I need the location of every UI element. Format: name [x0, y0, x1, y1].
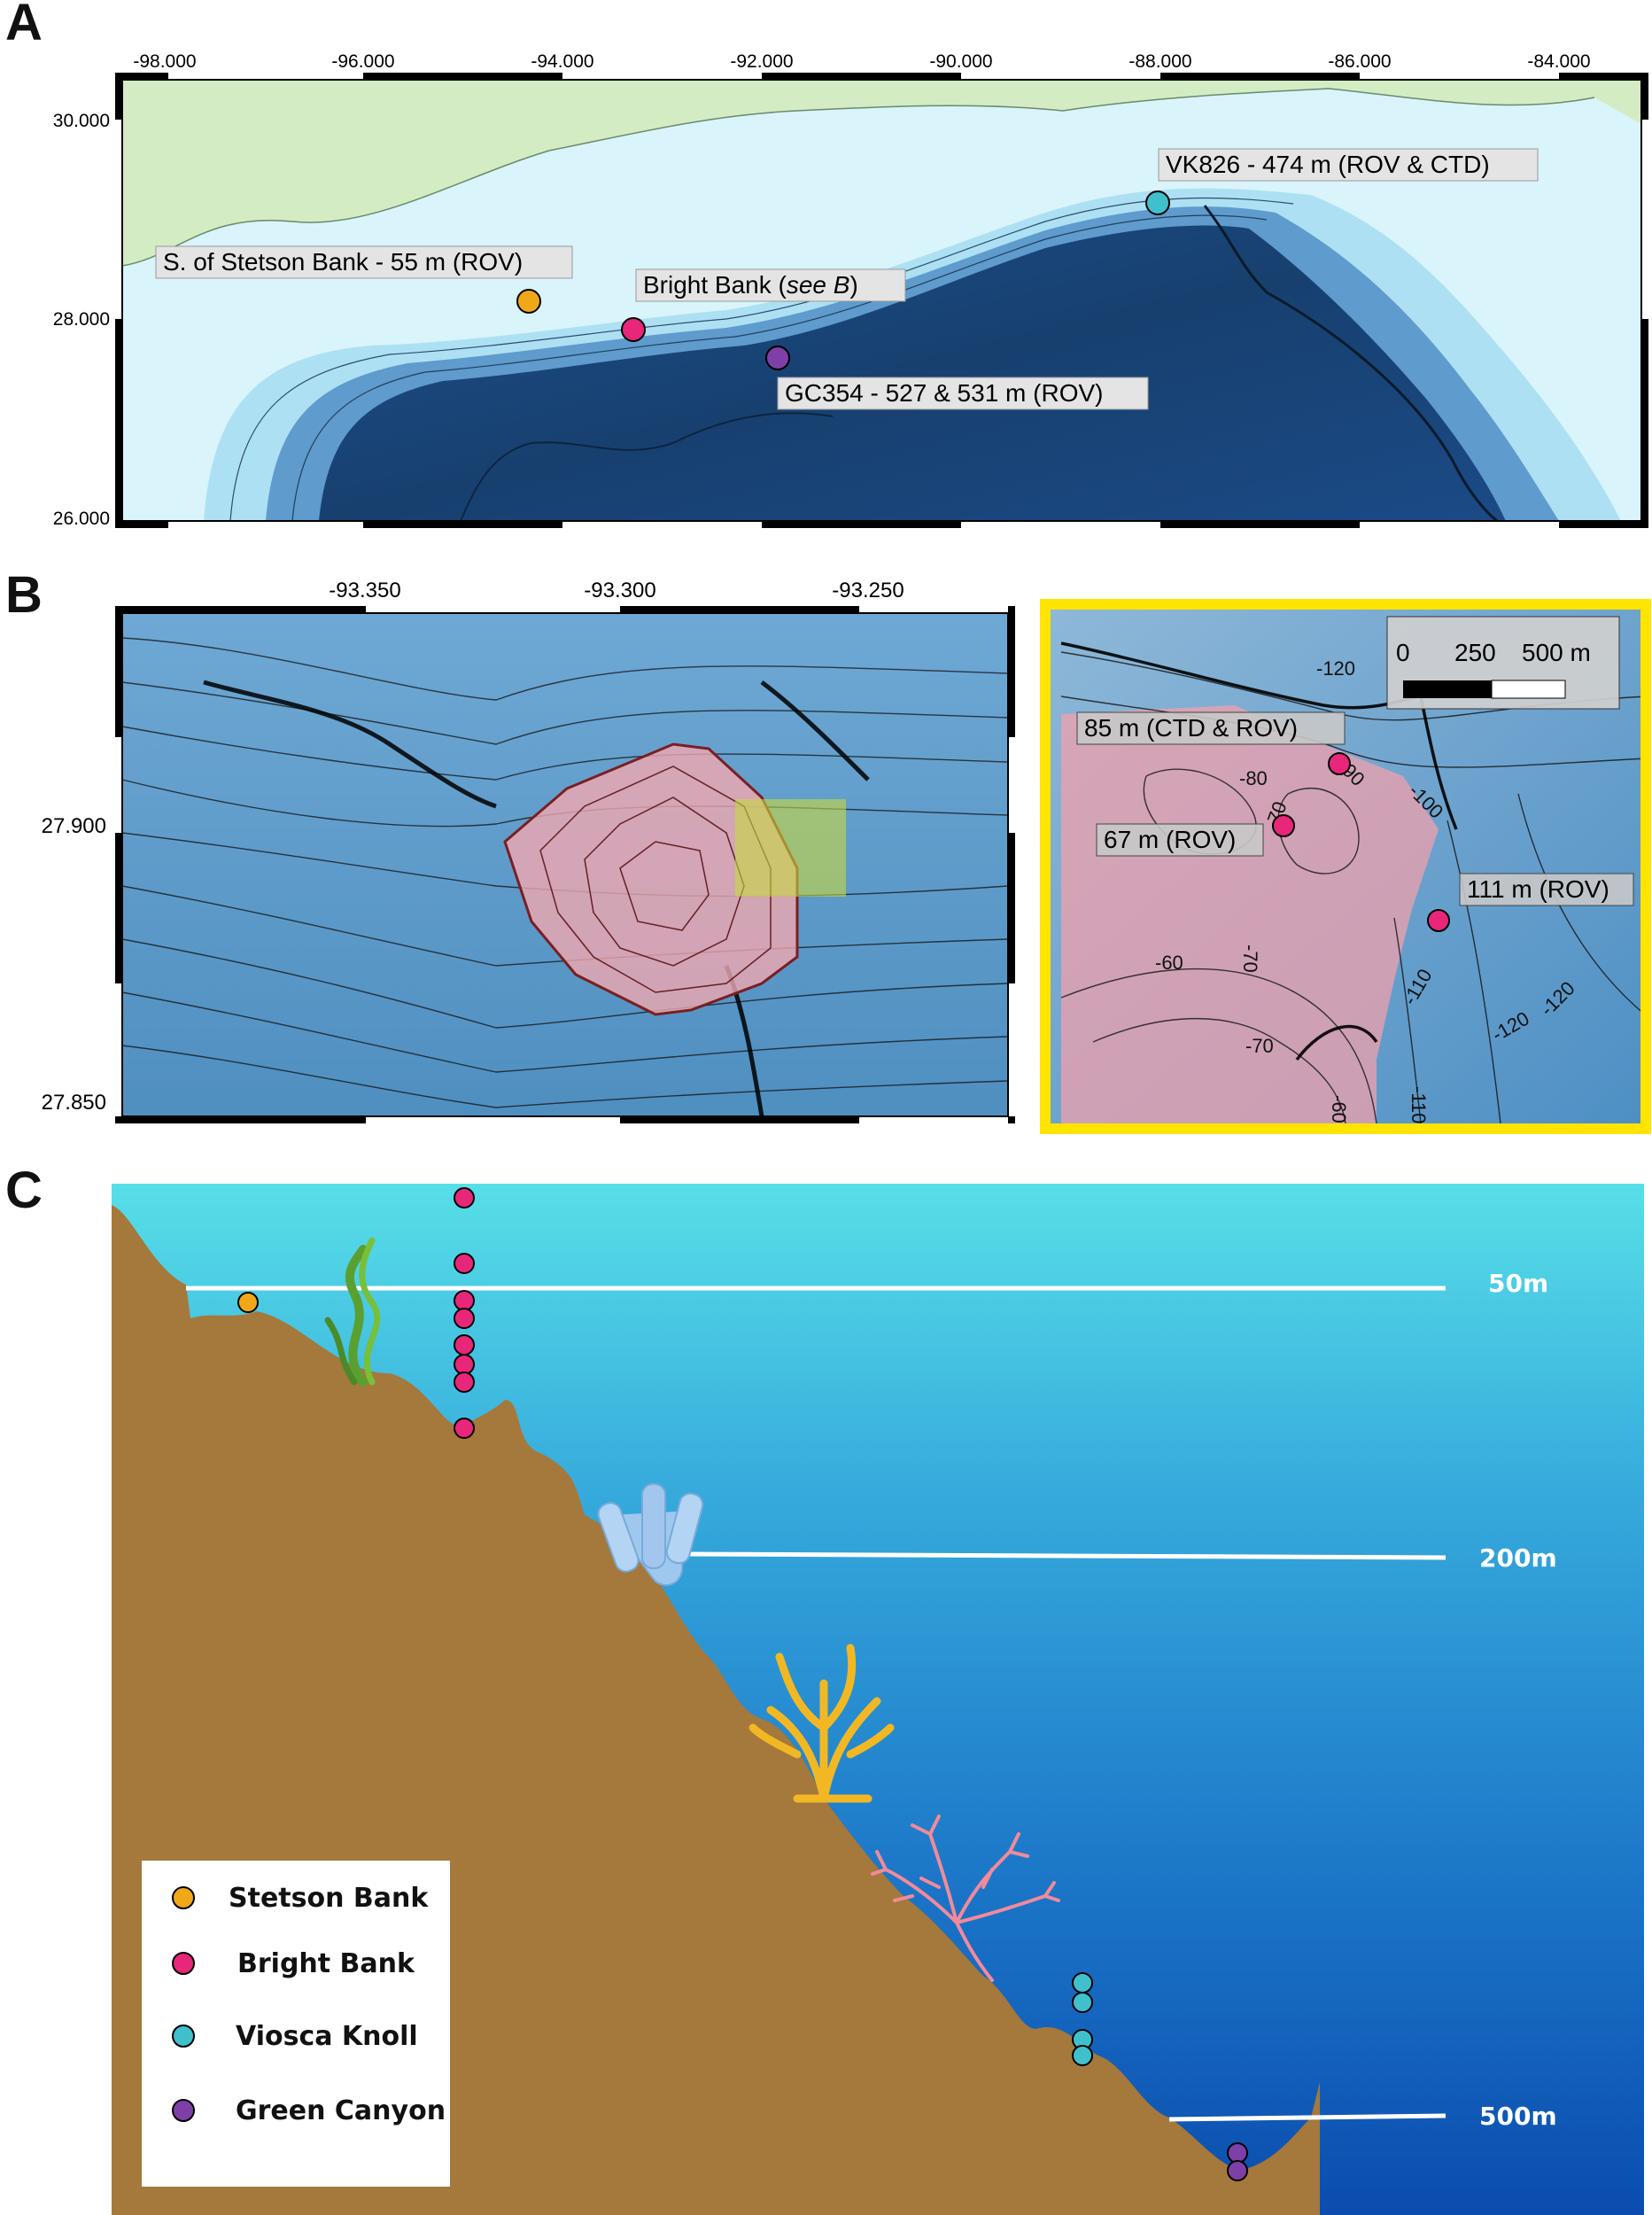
lon-tick: -84.000	[1527, 51, 1590, 72]
markers-bright-bank	[454, 1187, 475, 1439]
svg-text:-70: -70	[1239, 944, 1261, 973]
depth-label-50m: 50m	[1488, 1269, 1548, 1298]
svg-text:-120: -120	[1316, 657, 1355, 680]
scale-bar: 0 250 500 m	[1386, 616, 1620, 710]
legend-label-viosca-knoll: Viosca Knoll	[236, 2021, 418, 2052]
svg-text:0: 0	[1396, 639, 1410, 666]
svg-text:67 m (ROV): 67 m (ROV)	[1104, 826, 1236, 853]
depth-profile-illustration: 50m 200m 500m	[112, 1184, 1644, 2215]
lat-tick: 26.000	[53, 509, 110, 529]
panel-label-c: C	[5, 1162, 43, 1219]
inset-marker-111m	[1427, 909, 1450, 932]
depth-label-200m: 200m	[1479, 1543, 1557, 1573]
site-marker-gc354	[765, 346, 790, 370]
inset-label-67m: 67 m (ROV)	[1096, 823, 1264, 857]
lat-tick: 27.900	[42, 814, 106, 838]
legend-label-bright-bank: Bright Bank	[237, 1948, 415, 1979]
site-label-bright-bank: Bright Bank (see B)	[635, 268, 906, 302]
legend-label-stetson: Stetson Bank	[229, 1883, 429, 1914]
svg-text:VK826 - 474 m (ROV & CTD): VK826 - 474 m (ROV & CTD)	[1166, 151, 1490, 178]
site-marker-bright-bank	[621, 317, 646, 342]
markers-viosca-knoll	[1072, 1972, 1093, 2066]
lon-tick: -96.000	[331, 51, 394, 72]
lon-tick: -93.250	[832, 579, 904, 602]
legend: Stetson Bank Bright Bank Viosca Knoll Gr…	[142, 1861, 450, 2187]
map-bright-bank-inset: 0 250 500 m -120 -80 -90 -100 -70 -70 -6…	[1040, 599, 1651, 1134]
depth-label-500m: 500m	[1479, 2102, 1557, 2131]
map-gulf-of-mexico: -98.000 -96.000 -94.000 -92.000 -90.000 …	[53, 51, 1648, 529]
site-label-vk826: VK826 - 474 m (ROV & CTD)	[1158, 148, 1539, 182]
lon-tick: -90.000	[929, 51, 992, 72]
svg-text:Bright Bank (see B): Bright Bank (see B)	[643, 271, 858, 299]
lon-tick: -86.000	[1328, 51, 1391, 72]
panel-label-a: A	[5, 0, 43, 51]
lon-tick: -94.000	[531, 51, 593, 72]
lon-tick: -93.350	[329, 579, 400, 602]
legend-label-green-canyon: Green Canyon	[236, 2095, 446, 2126]
svg-text:-70: -70	[1245, 1035, 1274, 1057]
panel-label-b: B	[5, 566, 43, 624]
lat-tick: 27.850	[42, 1091, 106, 1115]
seagrass-illustration	[324, 1237, 381, 1387]
svg-text:-60: -60	[1155, 952, 1183, 974]
tube-sponge-illustration	[597, 1483, 704, 1586]
svg-text:111 m (ROV): 111 m (ROV)	[1467, 875, 1609, 903]
markers-green-canyon	[1227, 2142, 1248, 2181]
inset-label-111m: 111 m (ROV)	[1459, 873, 1634, 906]
svg-text:GC354 - 527 & 531 m (ROV): GC354 - 527 & 531 m (ROV)	[785, 379, 1103, 407]
map-bright-bank: -93.350 -93.300 -93.250 27.900 27.850	[42, 579, 1015, 1123]
svg-text:-110: -110	[1408, 1086, 1430, 1123]
legend-swatch-stetson	[172, 1886, 195, 1909]
depth-line-200m	[681, 1551, 1446, 1560]
inset-label-85m: 85 m (CTD & ROV)	[1076, 711, 1346, 745]
site-label-stetson: S. of Stetson Bank - 55 m (ROV)	[155, 245, 573, 279]
lon-tick: -98.000	[133, 51, 196, 72]
marker-stetson	[237, 1292, 259, 1313]
svg-text:S. of Stetson Bank - 55 m (ROV: S. of Stetson Bank - 55 m (ROV)	[163, 248, 523, 276]
lon-tick: -88.000	[1128, 51, 1191, 72]
svg-text:500 m: 500 m	[1522, 639, 1591, 666]
depth-line-500m	[1168, 2113, 1446, 2122]
svg-text:-80: -80	[1239, 767, 1268, 789]
inset-highlight-box	[735, 799, 846, 897]
lat-tick: 28.000	[53, 309, 110, 330]
lon-tick: -92.000	[730, 51, 793, 72]
legend-swatch-viosca-knoll	[172, 2025, 195, 2048]
inset-marker-85m	[1328, 752, 1351, 775]
site-marker-stetson	[516, 289, 541, 314]
yellow-coral-illustration	[748, 1644, 895, 1803]
lat-tick: 30.000	[53, 111, 110, 131]
inset-marker-67m	[1272, 814, 1295, 837]
legend-swatch-green-canyon	[172, 2099, 195, 2122]
pink-fan-coral-illustration	[871, 1815, 1060, 1982]
svg-text:85 m (CTD & ROV): 85 m (CTD & ROV)	[1084, 714, 1298, 742]
site-marker-vk826	[1145, 190, 1170, 215]
legend-swatch-bright-bank	[172, 1952, 195, 1975]
svg-text:-60: -60	[1328, 1095, 1350, 1123]
svg-text:250: 250	[1454, 639, 1496, 666]
frame-ticks-a	[115, 73, 1648, 528]
frame-ticks-b	[115, 606, 1015, 1123]
lon-tick: -93.300	[584, 579, 655, 602]
site-label-gc354: GC354 - 527 & 531 m (ROV)	[777, 377, 1149, 410]
